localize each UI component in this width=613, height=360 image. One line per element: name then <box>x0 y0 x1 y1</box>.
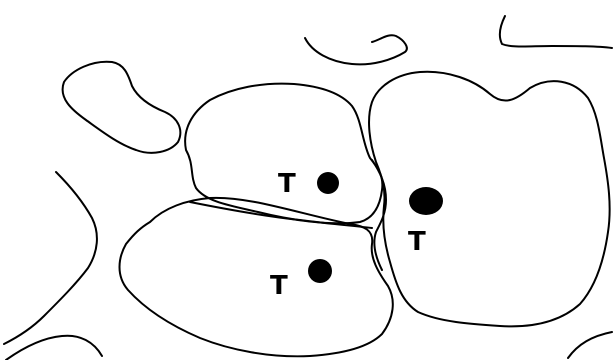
marker-dot <box>317 172 339 194</box>
marker-dot <box>409 187 443 215</box>
marker-label: T <box>270 271 288 301</box>
upper-left-cell-outline <box>63 62 181 153</box>
upper-middle-cell-outline <box>185 84 382 224</box>
right-large-cell-outline <box>369 72 610 327</box>
bottom-left-fragment-outline <box>6 336 102 360</box>
top-right-fragment-outline <box>500 16 612 48</box>
left-edge-fragment-outline <box>4 172 97 344</box>
marker-label: T <box>278 169 296 199</box>
cell-boundary-inner-line <box>372 160 386 270</box>
cell-separator-line <box>190 202 372 228</box>
lower-middle-cell-outline <box>120 198 393 356</box>
marker-label: T <box>408 227 426 257</box>
marker-dot <box>308 259 332 283</box>
top-fragment-outline <box>305 35 407 64</box>
bottom-right-fragment-outline <box>568 332 612 358</box>
